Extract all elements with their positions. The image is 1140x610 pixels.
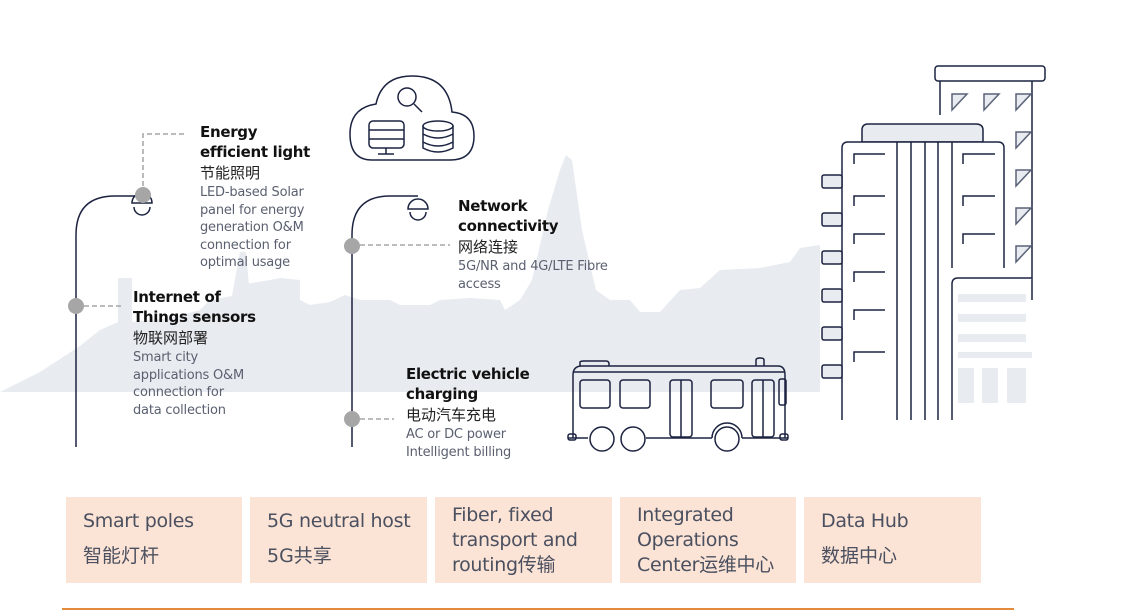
card-label-zh: 数据中心 xyxy=(821,545,898,567)
database-icon xyxy=(422,120,454,153)
connector-iot-sensors xyxy=(68,298,122,314)
magnifier-icon xyxy=(397,87,423,113)
card-data-hub: Data Hub 数据中心 xyxy=(804,497,981,583)
office-buildings-icon xyxy=(821,65,1046,420)
connector-network xyxy=(344,238,450,254)
server-monitor-icon xyxy=(368,120,405,155)
callout-title-zh: 物联网部署 xyxy=(133,329,209,347)
smart-pole-middle xyxy=(351,195,429,447)
accent-divider xyxy=(62,608,1014,610)
cloud-icon xyxy=(349,75,475,161)
skyline-background xyxy=(0,155,820,392)
card-5g-neutral-host: 5G neutral host 5G共享 xyxy=(250,497,427,583)
connector-ev-charging xyxy=(344,411,394,427)
card-label-zh: 5G共享 xyxy=(267,545,332,567)
electric-bus-icon xyxy=(567,357,789,452)
callout-title-zh: 网络连接 xyxy=(458,238,519,256)
card-label-zh: 智能灯杆 xyxy=(83,545,160,567)
callout-title-zh: 节能照明 xyxy=(200,164,261,182)
card-label: Data Hub xyxy=(821,510,909,532)
connector-energy-light xyxy=(135,133,186,203)
card-smart-poles: Smart poles 智能灯杆 xyxy=(66,497,242,583)
card-label: 5G neutral host xyxy=(267,510,411,532)
card-label: Smart poles xyxy=(83,510,194,532)
callout-title-zh: 电动汽车充电 xyxy=(406,406,497,424)
